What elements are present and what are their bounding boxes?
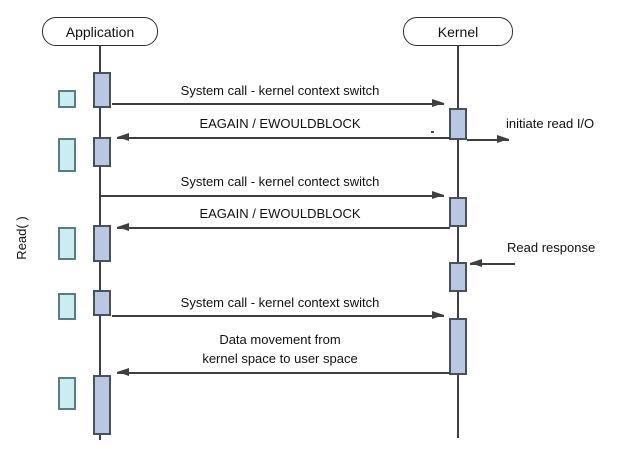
message-label-1: System call - kernel context switch [180,83,380,98]
arrow-shaft [117,226,450,229]
actor-header-application: Application [42,17,158,46]
message-arrow-6 [470,259,515,268]
activation-box-kernel-4 [449,318,467,375]
arrow-shaft [101,194,444,197]
actor-label-application: Application [65,23,135,40]
arrowhead-left-icon [117,223,129,231]
read-call-label: Read( ) [14,216,29,260]
arrow-shaft [112,102,444,105]
actor-header-kernel: Kernel [403,17,513,46]
message-arrow-1 [112,99,444,108]
stray-dot-artifact [431,131,434,133]
read-wait-block-3 [58,227,76,260]
arrowhead-right-icon [432,191,444,199]
message-label-2: EAGAIN / EWOULDBLOCK [199,116,361,131]
read-wait-block-2 [58,138,76,172]
arrowhead-left-icon [117,133,129,141]
message-label-3: initiate read I/O [506,116,595,131]
activation-box-kernel-3 [449,262,467,292]
activation-box-application-4 [93,290,111,316]
arrowhead-left-icon [470,259,482,267]
read-wait-block-1 [58,90,76,108]
message-label-6: Read response [507,240,596,255]
activation-box-application-2 [93,137,111,167]
arrow-shaft [470,262,515,265]
message-arrow-3 [467,135,509,144]
arrowhead-right-icon [497,135,509,143]
message-label-7: System call - kernel context switch [180,295,380,310]
read-wait-block-5 [58,377,76,410]
message-label-5: EAGAIN / EWOULDBLOCK [199,206,361,221]
arrow-shaft [112,314,444,317]
read-wait-block-4 [58,293,76,320]
activation-box-application-3 [93,225,111,262]
message-label-4: System call - kernel contect switch [180,174,380,189]
actor-label-kernel: Kernel [437,23,479,40]
lifeline-kernel [457,45,459,438]
message-arrow-5 [117,223,450,232]
arrow-shaft [467,138,509,141]
arrowhead-right-icon [432,311,444,319]
message-arrow-4 [101,191,444,200]
activation-box-application-1 [93,72,111,108]
message-label-8: Data movement from kernel space to user … [202,332,358,366]
activation-box-application-5 [93,375,111,435]
activation-box-kernel-1 [449,108,467,140]
arrowhead-left-icon [117,368,129,376]
arrow-shaft [117,136,450,139]
arrow-shaft [117,371,450,374]
activation-box-kernel-2 [449,197,467,227]
arrowhead-right-icon [432,99,444,107]
message-arrow-7 [112,311,444,320]
message-arrow-2 [117,133,450,142]
message-arrow-8 [117,368,450,377]
